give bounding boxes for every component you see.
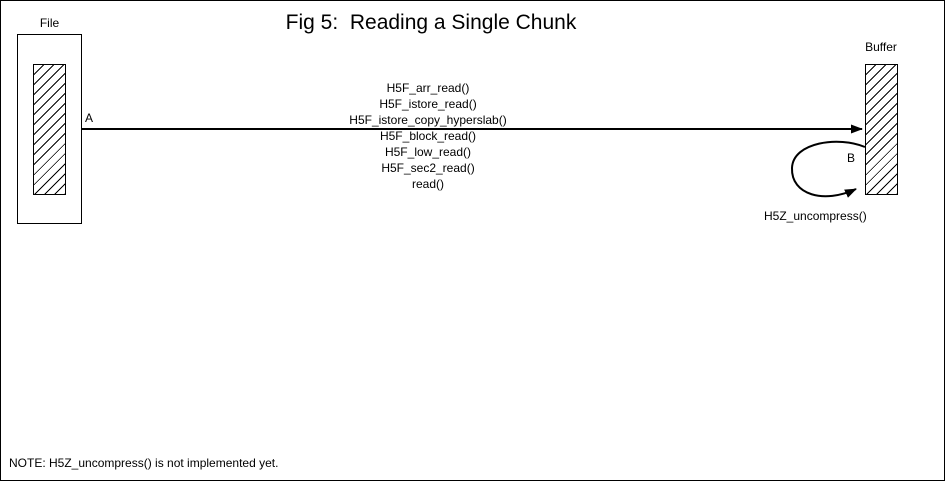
call-stack-line: H5F_low_read()	[384, 145, 472, 159]
uncompress-label: H5Z_uncompress()	[764, 209, 867, 223]
call-stack-line: read()	[411, 177, 444, 191]
call-stack-line: H5F_sec2_read()	[381, 161, 475, 175]
figure-note: NOTE: H5Z_uncompress() is not implemente…	[9, 456, 279, 470]
buffer-label: Buffer	[865, 40, 897, 54]
buffer-hatched-rect	[865, 64, 898, 195]
call-stack-line: H5F_arr_read()	[386, 81, 470, 95]
uncompress-loop-arrow	[790, 140, 866, 198]
file-chunk-hatched-rect	[33, 64, 66, 195]
point-a-label: A	[85, 111, 94, 125]
point-b-label: B	[847, 151, 856, 165]
call-stack: H5F_arr_read() H5F_istore_read() H5F_ist…	[278, 80, 578, 192]
call-stack-line: H5F_block_read()	[379, 129, 477, 143]
call-stack-line: H5F_istore_copy_hyperslab()	[349, 113, 507, 127]
call-stack-line: H5F_istore_read()	[379, 97, 477, 111]
file-label: File	[39, 16, 60, 30]
figure-title: Fig 5: Reading a Single Chunk	[285, 11, 577, 34]
